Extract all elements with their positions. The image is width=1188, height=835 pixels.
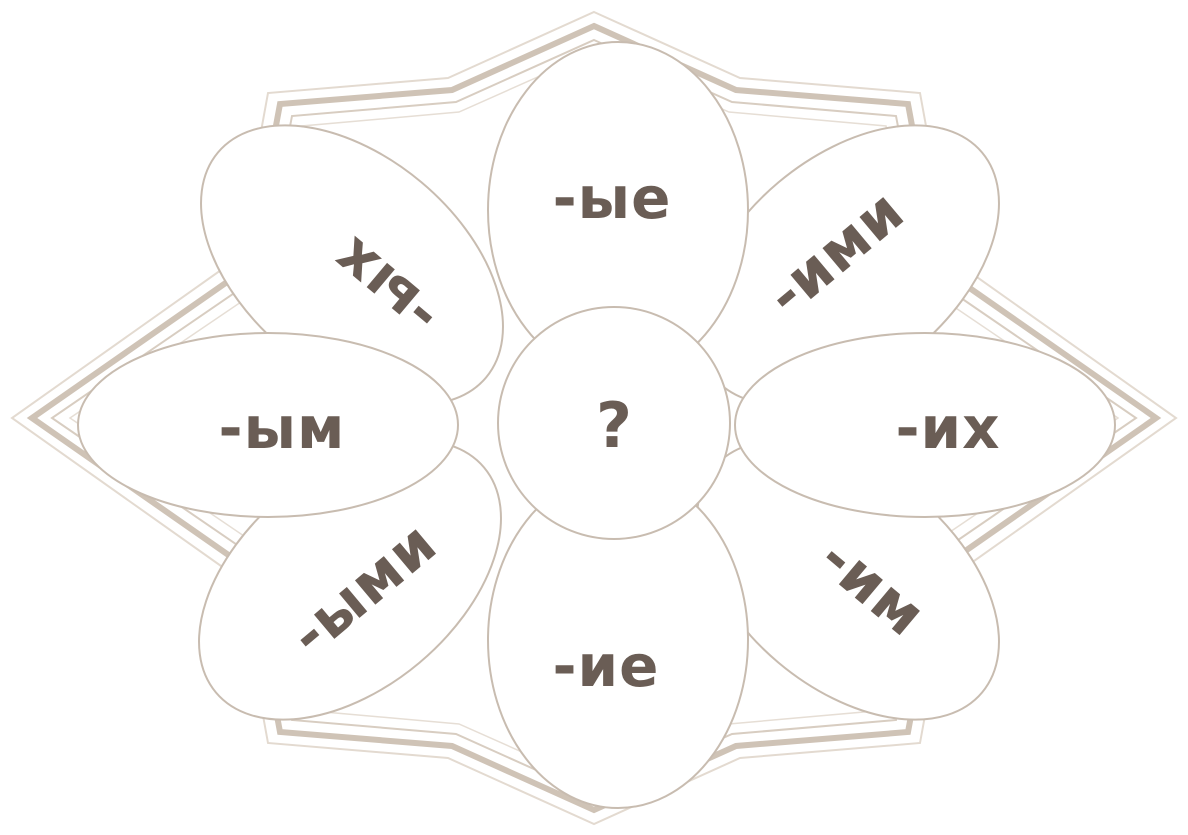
ending-label-left: -ым	[219, 394, 346, 462]
ending-label-bottom: -ие	[552, 632, 659, 700]
ending-label-right: -их	[895, 394, 1000, 462]
ending-label-top: -ые	[553, 164, 672, 232]
center-question-mark: ?	[596, 389, 632, 462]
